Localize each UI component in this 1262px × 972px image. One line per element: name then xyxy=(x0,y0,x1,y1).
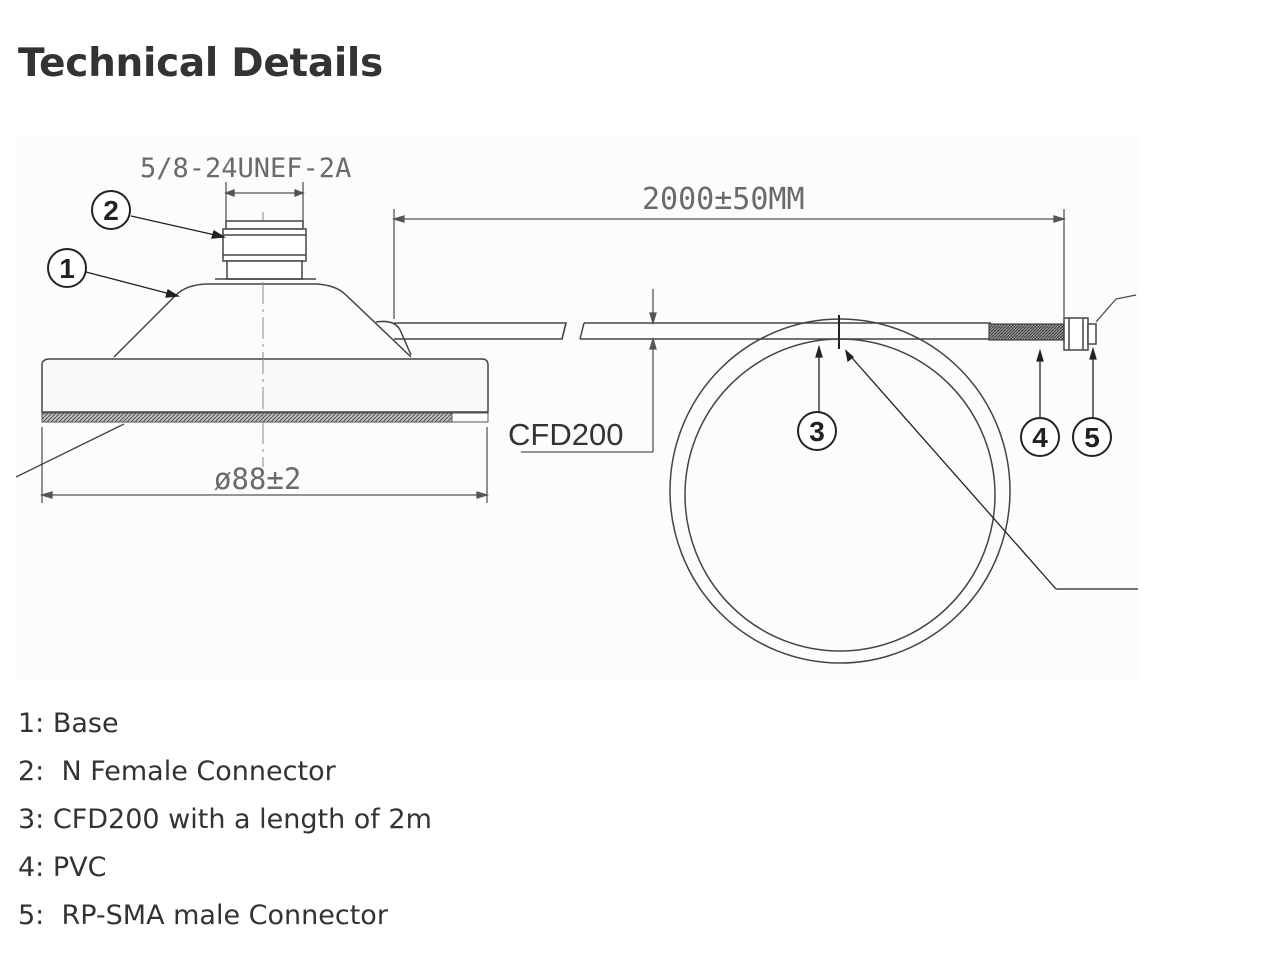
callout-leaders xyxy=(85,215,1138,590)
legend-item: 3: CFD200 with a length of 2m xyxy=(18,804,432,835)
n-connector-drawing xyxy=(215,220,316,280)
diameter-dimension xyxy=(39,427,490,503)
cable-label: CFD200 xyxy=(508,417,623,452)
technical-drawing-svg: 5/8-24UNEF-2A ø88±2 xyxy=(16,153,1138,664)
pvc-sleeve-drawing xyxy=(988,323,1065,341)
callout-1-label: 1 xyxy=(59,253,75,284)
cable-drawing xyxy=(394,322,991,340)
callout-4-label: 4 xyxy=(1032,422,1048,453)
legend-item: 1: Base xyxy=(18,708,119,739)
length-label: 2000±50MM xyxy=(642,182,805,217)
cable-coil-drawing xyxy=(669,318,1011,664)
callout-4: 4 xyxy=(1020,417,1060,457)
callout-2-label: 2 xyxy=(103,195,119,226)
thread-dimension xyxy=(224,182,305,227)
legend-item: 4: PVC xyxy=(18,852,107,883)
technical-drawing: 5/8-24UNEF-2A ø88±2 xyxy=(16,137,1138,680)
base-leader-line xyxy=(16,423,125,478)
rp-sma-connector-drawing xyxy=(1063,294,1137,351)
thread-label: 5/8-24UNEF-2A xyxy=(140,153,351,184)
callout-3: 3 xyxy=(797,411,837,451)
legend-item: 5: RP-SMA male Connector xyxy=(18,900,388,931)
callout-5: 5 xyxy=(1072,417,1112,457)
cable-dimension xyxy=(521,289,657,453)
callout-1: 1 xyxy=(47,248,87,288)
callout-2: 2 xyxy=(91,190,131,230)
legend-list: 1: Base 2: N Female Connector 3: CFD200 … xyxy=(18,700,432,940)
page-title: Technical Details xyxy=(18,41,383,86)
callout-3-label: 3 xyxy=(809,416,825,447)
length-dimension xyxy=(391,209,1067,319)
base-drawing xyxy=(41,212,489,467)
diameter-label: ø88±2 xyxy=(214,462,301,496)
callout-5-label: 5 xyxy=(1084,422,1100,453)
legend-item: 2: N Female Connector xyxy=(18,756,336,787)
